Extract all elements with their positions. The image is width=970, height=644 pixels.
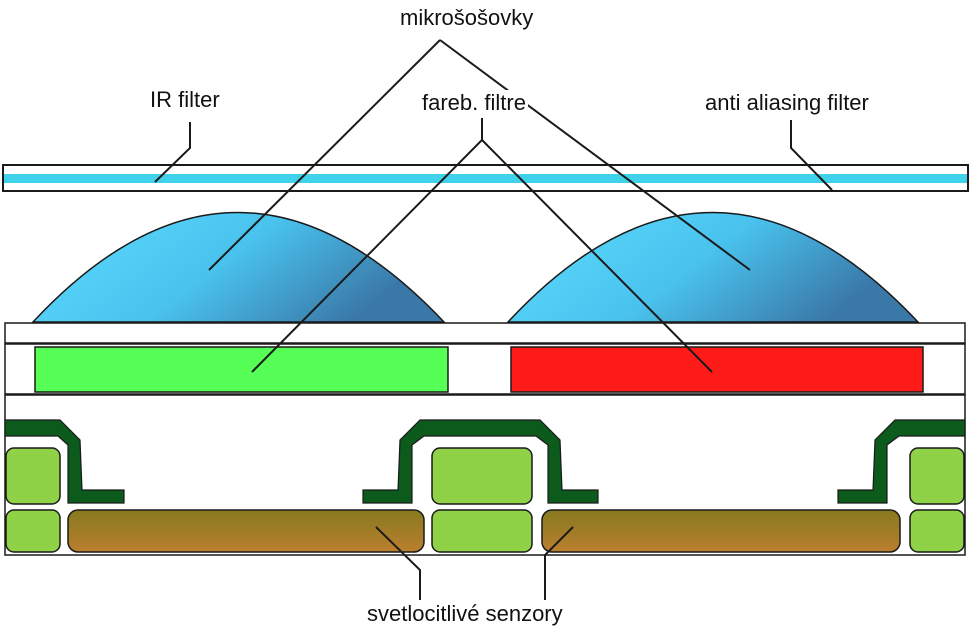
- red-filter: [510, 346, 924, 393]
- leader-lines: [154, 39, 833, 600]
- color-filter-layer: [4, 343, 966, 395]
- metal-shields: [4, 419, 966, 504]
- top-layer: [4, 322, 966, 344]
- label-ir-filter: IR filter: [148, 87, 222, 113]
- metal-shield-center: [362, 419, 599, 504]
- label-microlenses: mikrošošovky: [398, 5, 536, 31]
- microlens-right: [506, 211, 920, 323]
- metal-shield-left: [4, 419, 125, 504]
- microlens-left: [31, 211, 446, 323]
- sensors: [67, 509, 901, 553]
- green-cells: [5, 447, 965, 553]
- label-color-filters: fareb. filtre: [420, 90, 528, 116]
- label-sensors: svetlocitlivé senzory: [365, 601, 565, 627]
- label-aa-filter: anti aliasing filter: [703, 90, 871, 116]
- sensor-right: [541, 509, 901, 553]
- green-filter: [34, 346, 449, 393]
- sensor-left: [67, 509, 425, 553]
- microlenses: [31, 211, 920, 323]
- metal-shield-right: [837, 419, 966, 504]
- filter-layer: [2, 164, 969, 192]
